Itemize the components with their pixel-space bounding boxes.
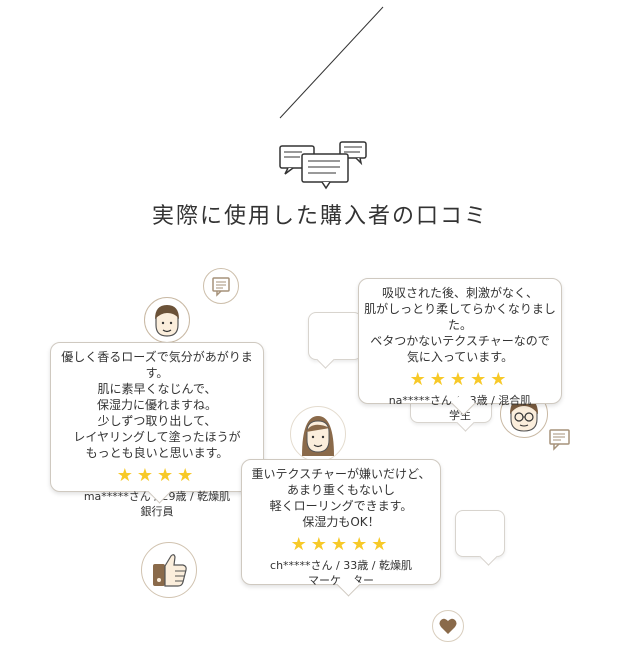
divider-line [279,6,384,119]
chat-icon [203,268,239,304]
review-text: 吸収された後、刺激がなく、 肌がしっとり柔してらかくなりました。 ベタつかないテ… [364,286,556,364]
review-card: 重いテクスチャーが嫌いだけど、 あまり重くもないし 軽くローリングできます。 保… [241,459,441,597]
review-card: 優しく香るローズで気分があがります。 肌に素早くなじんで、 保湿力に優れますね。… [50,342,264,518]
star-rating: ★★★★ [116,465,198,486]
review-text: 優しく香るローズで気分があがります。 肌に素早くなじんで、 保湿力に優れますね。… [61,350,253,460]
chat-icon [549,429,570,451]
reviews-icon [279,141,367,190]
reviewer-info: ch*****さん / 33歳 / 乾燥肌 [270,559,412,572]
reviewer-occupation: 銀行員 [140,505,174,518]
page-title: 実際に使用した購入者の口コミ [151,204,488,229]
background-bubble [308,312,362,369]
man-avatar-icon [144,297,190,343]
thumbs-up-icon [141,542,197,598]
review-card: 吸収された後、刺激がなく、 肌がしっとり柔してらかくなりました。 ベタつかないテ… [358,278,562,422]
star-rating: ★★★★★ [409,369,511,390]
heart-icon [432,610,464,642]
woman-avatar-icon [290,406,346,462]
review-text: 重いテクスチャーが嫌いだけど、 あまり重くもないし 軽くローリングできます。 保… [251,467,431,529]
star-rating: ★★★★★ [290,534,392,555]
background-bubble [455,510,505,566]
